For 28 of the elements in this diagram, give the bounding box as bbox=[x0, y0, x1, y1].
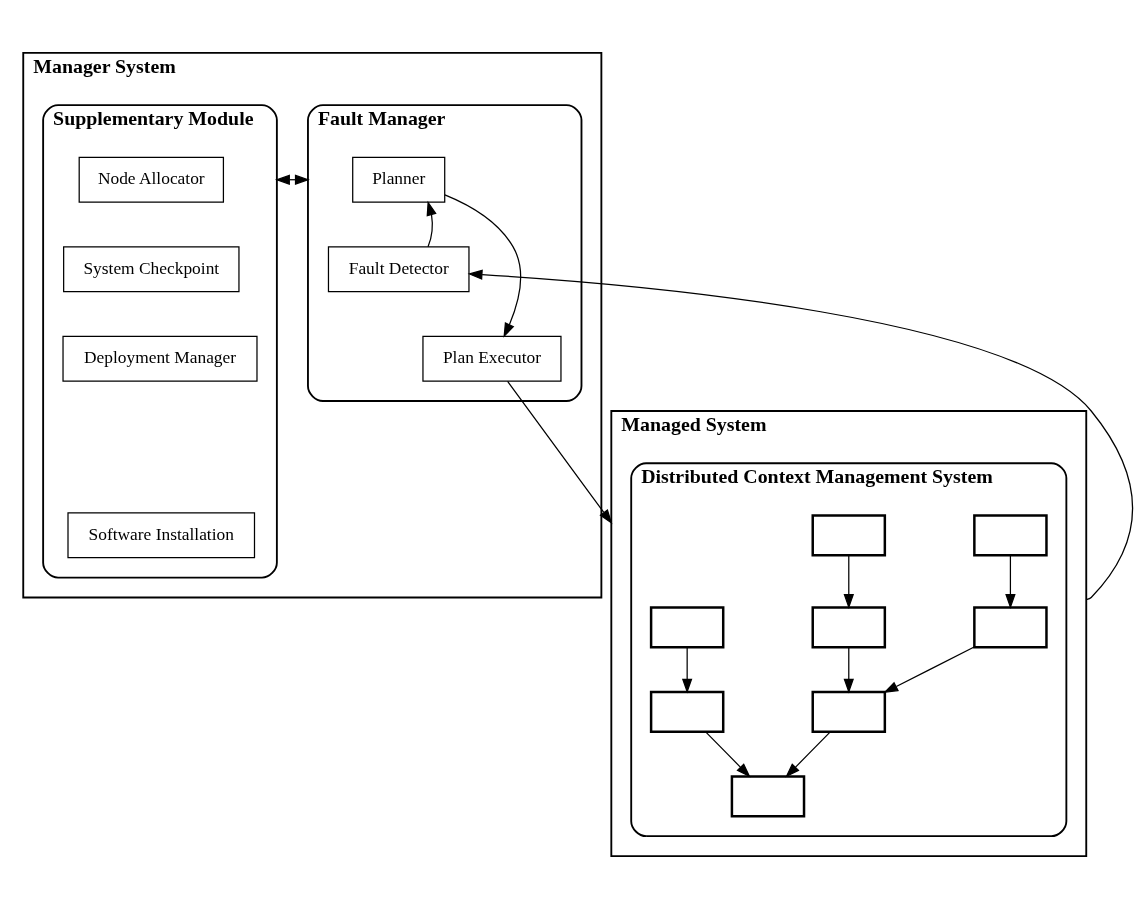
cluster: Distributed Context Management System bbox=[630, 461, 1068, 837]
node-box bbox=[649, 690, 725, 733]
arrow bbox=[426, 200, 437, 247]
node-box: Deployment Manager bbox=[62, 335, 258, 382]
node-box bbox=[811, 605, 887, 648]
arrow bbox=[467, 268, 1134, 600]
node-box bbox=[811, 690, 887, 733]
arrow bbox=[681, 646, 693, 694]
arrow bbox=[843, 646, 854, 694]
node-box bbox=[649, 605, 725, 648]
node-box: Planner bbox=[352, 156, 446, 203]
arrow bbox=[883, 645, 975, 693]
arrow bbox=[507, 380, 613, 524]
node-box: Node Allocator bbox=[78, 156, 225, 203]
node-box bbox=[811, 513, 887, 556]
arrow bbox=[444, 193, 522, 338]
arrow bbox=[275, 174, 310, 185]
arrow bbox=[785, 731, 831, 778]
node-box: Software Installation bbox=[67, 511, 256, 558]
node-box: Fault Detector bbox=[327, 245, 470, 292]
node-box: Plan Executor bbox=[422, 335, 562, 382]
arrow bbox=[1005, 554, 1016, 609]
arrow bbox=[843, 554, 854, 609]
node-box bbox=[730, 774, 806, 818]
node-box: System Checkpoint bbox=[63, 245, 240, 292]
node-box bbox=[973, 605, 1048, 648]
arrow bbox=[705, 731, 751, 778]
node-box bbox=[973, 513, 1048, 556]
